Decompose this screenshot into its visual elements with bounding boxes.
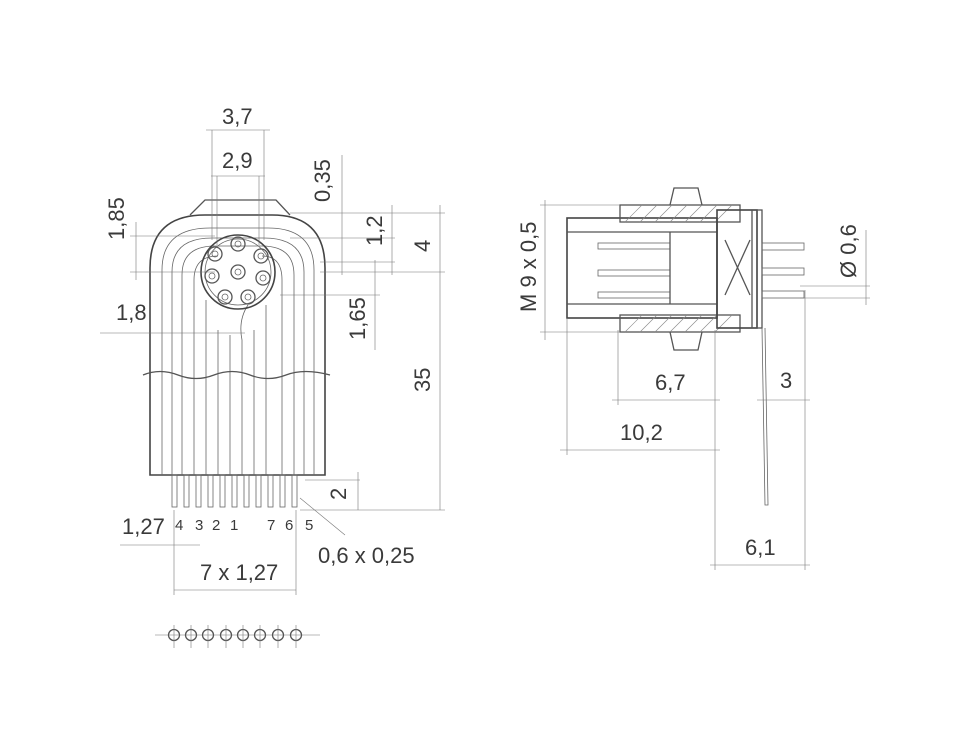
dim-3-7: 3,7 xyxy=(222,104,253,129)
front-view: 3,7 2,9 0,35 1,85 1,2 4 1,8 1,65 35 2 1,… xyxy=(100,104,445,648)
rear-pins xyxy=(761,242,805,299)
pin-label: 2 xyxy=(212,517,220,534)
pin-labels: 4 3 2 1 7 6 5 xyxy=(175,517,313,534)
dim-1-2: 1,2 xyxy=(362,215,387,246)
dim-3: 3 xyxy=(780,368,792,393)
pin-label: 6 xyxy=(285,517,293,534)
break-line xyxy=(142,370,331,380)
pin-label: 3 xyxy=(195,517,203,534)
pin-label: 7 xyxy=(267,517,275,534)
dim-thread: M 9 x 0,5 xyxy=(516,222,541,312)
dim-6-1: 6,1 xyxy=(745,535,776,560)
housing-top-flange xyxy=(189,199,291,216)
contact-holes xyxy=(204,236,271,305)
dim-2-9: 2,9 xyxy=(222,148,253,173)
hex-nut xyxy=(669,187,703,206)
pin-label: 1 xyxy=(230,517,238,534)
long-pin xyxy=(761,327,769,506)
dim-0-6x0-25: 0,6 x 0,25 xyxy=(318,543,415,568)
dim-10-2: 10,2 xyxy=(620,420,663,445)
dim-1-65: 1,65 xyxy=(345,297,370,340)
dim-1-85: 1,85 xyxy=(104,197,129,240)
pin-label: 4 xyxy=(175,517,183,534)
dim-7x1-27: 7 x 1,27 xyxy=(200,560,278,585)
connector-body xyxy=(566,217,718,319)
pin-label: 5 xyxy=(305,517,313,534)
dim-6-7: 6,7 xyxy=(655,370,686,395)
contacts xyxy=(597,232,671,304)
side-view: M 9 x 0,5 Ø 0,6 3 6,7 10,2 6,1 xyxy=(516,187,870,570)
pcb-footprint xyxy=(155,625,320,648)
housing-outline xyxy=(149,214,326,476)
dim-35: 35 xyxy=(410,368,435,392)
dim-1-27: 1,27 xyxy=(122,514,165,539)
dim-pin-dia: Ø 0,6 xyxy=(836,224,861,278)
dim-0-35: 0,35 xyxy=(310,159,335,202)
dim-2: 2 xyxy=(326,488,351,500)
pcb-pins xyxy=(171,474,298,508)
dim-4: 4 xyxy=(410,240,435,252)
dim-1-8: 1,8 xyxy=(116,300,147,325)
